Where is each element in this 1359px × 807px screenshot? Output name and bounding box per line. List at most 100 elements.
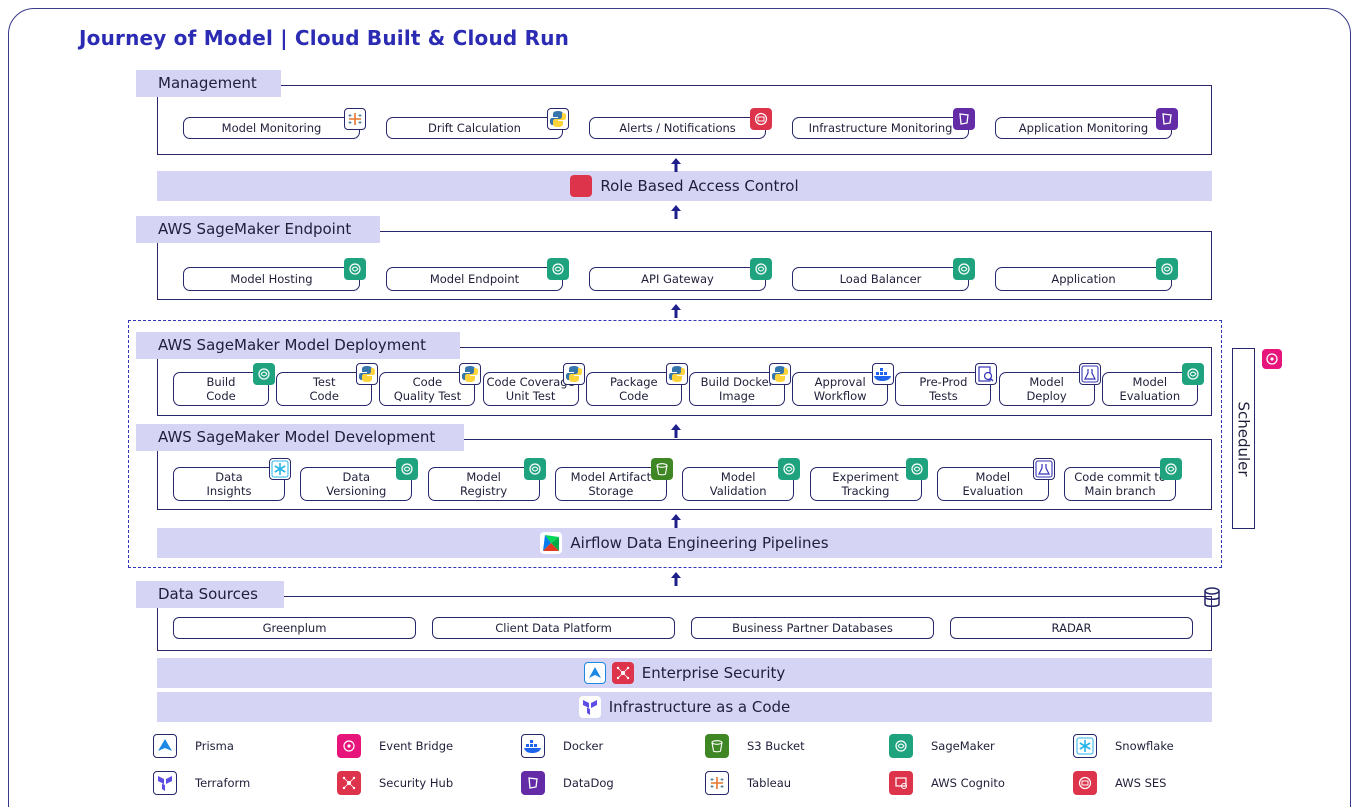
deployment-item: Code Quality Test <box>379 363 482 406</box>
deployment-item-label: Test Code <box>309 374 339 403</box>
deployment-item-label: Pre-Prod Tests <box>919 374 968 403</box>
legend-label: Security Hub <box>379 776 454 790</box>
development-item-label: Data Insights <box>206 469 252 498</box>
legend-item: Snowflake <box>1073 734 1174 758</box>
development-item-label: Experiment Tracking <box>832 469 899 498</box>
rbac-label: Role Based Access Control <box>600 177 799 195</box>
up-arrow-icon <box>670 157 682 173</box>
legend-item: AWS Cognito <box>889 771 1005 795</box>
aws-ses-icon <box>750 108 772 130</box>
pipeline-dashed-container <box>128 320 1222 568</box>
up-arrow-icon <box>670 204 682 220</box>
legend-label: Tableau <box>747 776 792 790</box>
prisma-icon <box>153 734 177 758</box>
aws-ses-icon <box>1073 771 1097 795</box>
development-item: Code commit to Main branch <box>1064 458 1183 501</box>
development-item-label: Model Evaluation <box>962 469 1024 498</box>
rbac-bar: Role Based Access Control <box>157 171 1212 201</box>
deployment-label: AWS SageMaker Model Deployment <box>136 332 460 359</box>
diagram-frame <box>8 8 1351 807</box>
datadog-icon <box>953 108 975 130</box>
development-item-label: Model Artifact Storage <box>570 469 652 498</box>
management-item-label: Application Monitoring <box>1018 120 1149 135</box>
deployment-header-line <box>460 347 1212 348</box>
deployment-item: Build Docker Image <box>689 363 791 406</box>
page-title: Journey of Model | Cloud Built & Cloud R… <box>79 26 570 50</box>
endpoint-item-label: API Gateway <box>641 271 714 286</box>
management-item-label: Drift Calculation <box>428 120 521 135</box>
data-source-item: Business Partner Databases <box>691 617 934 639</box>
sagemaker-icon <box>905 458 928 480</box>
development-item: Data Insights <box>173 458 291 501</box>
development-item-label: Code commit to Main branch <box>1074 469 1166 498</box>
endpoint-label: AWS SageMaker Endpoint <box>136 216 380 243</box>
deployment-item-label: Build Docker Image <box>700 374 774 403</box>
deployment-item-label: Approval Workflow <box>813 374 867 403</box>
legend-label: DataDog <box>563 776 614 790</box>
tableau-icon <box>705 771 729 795</box>
sagemaker-icon <box>778 458 801 480</box>
management-item-label: Infrastructure Monitoring <box>808 120 953 135</box>
flask-icon <box>1032 458 1055 480</box>
legend-label: AWS Cognito <box>931 776 1005 790</box>
tableau-icon <box>344 108 366 130</box>
enterprise-security-bar: Enterprise Security <box>157 658 1212 688</box>
up-arrow-icon <box>670 513 682 529</box>
up-arrow-icon <box>670 303 682 319</box>
iac-bar: Infrastructure as a Code <box>157 692 1212 722</box>
python-icon <box>562 363 585 385</box>
terraform-icon <box>578 696 601 718</box>
deployment-item-label: Code Coverage Unit Test <box>486 374 575 403</box>
management-item: Infrastructure Monitoring <box>792 108 975 139</box>
event-bridge-icon <box>337 734 361 758</box>
sagemaker-icon <box>396 458 419 480</box>
endpoint-item: Application <box>995 258 1178 291</box>
up-arrow-icon <box>670 423 682 439</box>
legend-label: S3 Bucket <box>747 739 805 753</box>
sagemaker-icon <box>547 258 569 280</box>
management-item: Application Monitoring <box>995 108 1178 139</box>
python-icon <box>356 363 379 385</box>
docker-icon <box>872 363 895 385</box>
legend-label: Terraform <box>195 776 251 790</box>
python-icon <box>665 363 688 385</box>
python-icon <box>547 108 569 130</box>
deployment-item: Pre-Prod Tests <box>895 363 998 406</box>
development-item: Model Validation <box>682 458 801 501</box>
sagemaker-icon <box>1181 363 1204 385</box>
endpoint-item-label: Load Balancer <box>839 271 922 286</box>
data-sources-label: Data Sources <box>136 581 284 608</box>
terraform-icon <box>153 771 177 795</box>
sagemaker-icon <box>253 363 275 385</box>
deployment-item: Approval Workflow <box>792 363 895 406</box>
legend-label: Prisma <box>195 739 234 753</box>
deployment-item: Code Coverage Unit Test <box>482 363 585 406</box>
aws-cognito-icon <box>889 771 913 795</box>
legend-label: Event Bridge <box>379 739 454 753</box>
development-item: Data Versioning <box>300 458 419 501</box>
test-icon <box>975 363 998 385</box>
development-item-label: Model Validation <box>709 469 767 498</box>
database-icon <box>1202 586 1222 614</box>
development-label: AWS SageMaker Model Development <box>136 424 464 451</box>
sagemaker-icon <box>1160 458 1183 480</box>
development-item: Experiment Tracking <box>809 458 928 501</box>
docker-icon <box>521 734 545 758</box>
management-item: Model Monitoring <box>183 108 366 139</box>
data-source-item: Client Data Platform <box>432 617 675 639</box>
legend-label: AWS SES <box>1115 776 1167 790</box>
deployment-item: Model Deploy <box>998 363 1101 406</box>
legend-label: Docker <box>563 739 604 753</box>
snowflake-icon <box>269 458 291 480</box>
deployment-item: Package Code <box>585 363 688 406</box>
development-item: Model Registry <box>427 458 546 501</box>
development-item: Model Evaluation <box>936 458 1055 501</box>
datadog-icon <box>521 771 545 795</box>
management-label: Management <box>136 70 281 97</box>
prisma-icon <box>583 662 606 684</box>
python-icon <box>769 363 791 385</box>
development-item-label: Data Versioning <box>326 469 387 498</box>
flask-icon <box>1078 363 1101 385</box>
legend-item: Docker <box>521 734 603 758</box>
iac-label: Infrastructure as a Code <box>608 698 791 716</box>
